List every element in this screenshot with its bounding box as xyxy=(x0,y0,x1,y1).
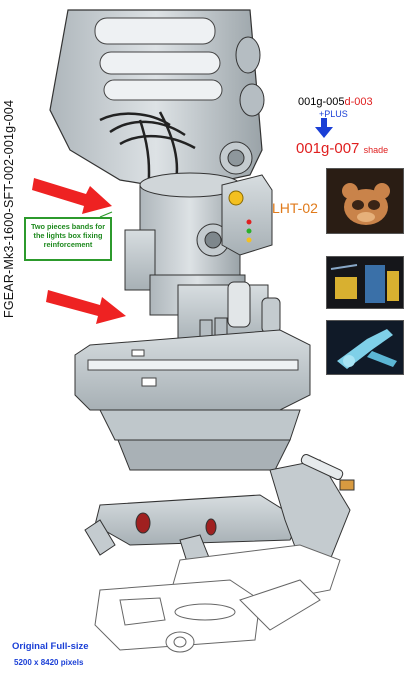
blue-down-arrow-icon xyxy=(315,118,333,138)
lower-linkage xyxy=(84,453,355,566)
plus-label: +PLUS xyxy=(319,109,348,119)
drawing-title: FGEAR-Mk3-1600-SFT-002-001g-004 xyxy=(2,99,16,318)
reinforcement-note: Two pieces bands for the lights box fixi… xyxy=(24,217,112,261)
red-pointer-arrow-icon xyxy=(46,290,126,324)
light-box xyxy=(221,174,273,256)
base-code-main: 001g-005 xyxy=(298,96,345,108)
result-code-main: 001g-007 xyxy=(296,140,360,157)
result-code: 001g-007 shade xyxy=(296,140,388,157)
upper-strut-arm xyxy=(49,9,265,191)
shade-thumbnail-art xyxy=(342,183,390,225)
shade-thumbnail xyxy=(326,168,404,234)
yellow-render-art xyxy=(330,264,399,303)
note-connector xyxy=(99,211,113,218)
original-size-label: Original Full-size xyxy=(12,641,89,652)
base-code-suffix: d-003 xyxy=(344,96,373,108)
bogie-outline xyxy=(94,544,341,653)
blue-render-art xyxy=(337,329,397,369)
yellow-render-thumbnail xyxy=(326,256,404,309)
red-pointer-arrow-icon xyxy=(32,178,112,214)
blue-render-thumbnail xyxy=(326,320,404,375)
base-code: 001g-005d-003 xyxy=(298,96,373,108)
gear-platform xyxy=(74,329,311,471)
light-label: LHT-02 xyxy=(272,200,318,216)
original-size-dimensions: 5200 x 8420 pixels xyxy=(14,658,84,667)
result-code-suffix: shade xyxy=(363,145,389,155)
